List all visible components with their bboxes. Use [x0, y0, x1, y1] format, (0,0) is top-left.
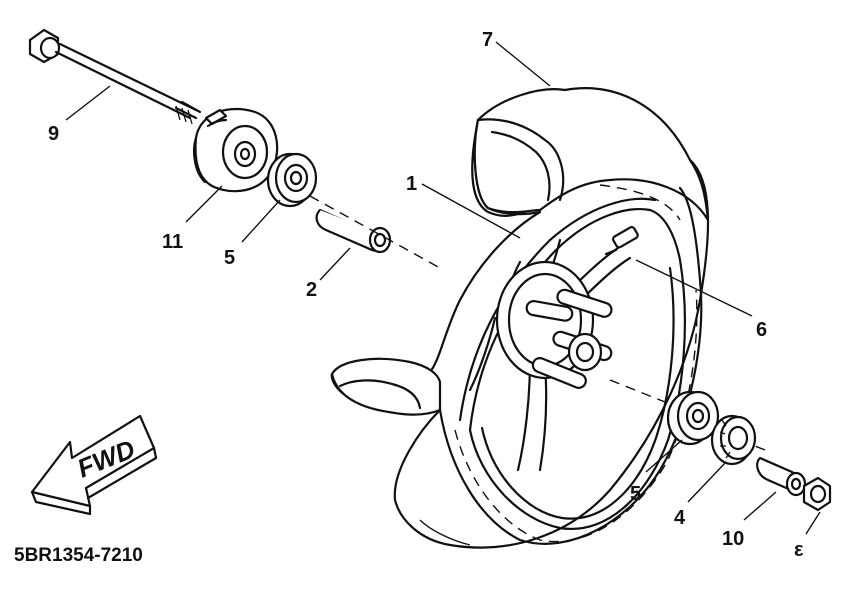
callout-1: 1	[406, 173, 417, 195]
callout-9: 9	[48, 123, 59, 145]
callout-6: 6	[756, 319, 767, 341]
axle	[28, 28, 202, 125]
callout-7: 7	[482, 29, 493, 51]
fwd-arrow-icon: FWD	[30, 414, 158, 516]
leader-lines	[65, 41, 821, 535]
gear-unit	[193, 108, 279, 193]
callout-5-right: 5	[630, 483, 641, 505]
spacer	[315, 208, 392, 254]
callout-10: 10	[722, 528, 744, 550]
wheel-rim	[458, 197, 686, 531]
nut	[802, 476, 832, 512]
bearing-left	[266, 152, 318, 208]
callout-2: 2	[306, 279, 317, 301]
bearing-right	[666, 390, 720, 446]
collar	[756, 456, 807, 497]
callout-11: 11	[162, 231, 183, 253]
callout-3: ε	[794, 539, 804, 561]
callout-5-left: 5	[224, 247, 235, 269]
callout-4: 4	[674, 507, 686, 529]
part-code: 5BR1354-7210	[14, 545, 143, 566]
oil-seal	[710, 414, 757, 466]
valve	[604, 225, 639, 256]
